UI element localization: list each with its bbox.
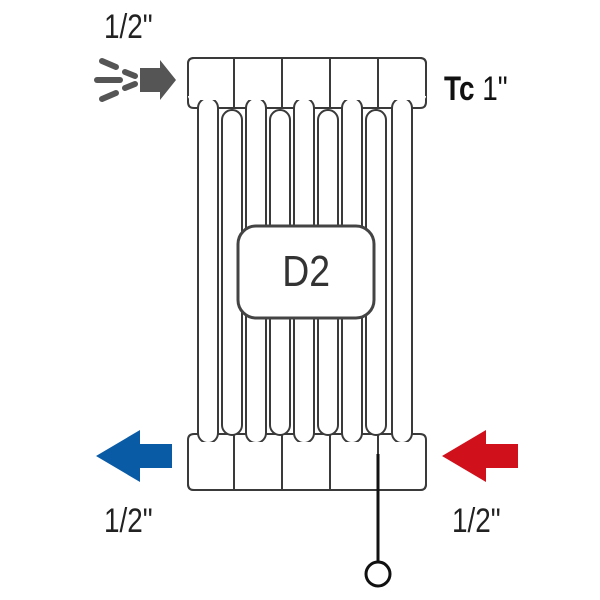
blue-outlet-arrow-icon xyxy=(96,430,172,482)
tc-prefix: Tc xyxy=(444,70,475,108)
tc-size: 1" xyxy=(482,70,508,108)
drain-plug-icon xyxy=(364,454,392,588)
model-label-box xyxy=(236,224,376,320)
radiator-column xyxy=(197,97,219,444)
radiator xyxy=(187,57,427,491)
red-inlet-arrow-icon xyxy=(442,430,518,482)
air-vent-spray-icon xyxy=(94,58,176,102)
vent-size-label: 1/2" xyxy=(104,8,153,46)
outlet-size-label: 1/2" xyxy=(104,502,153,540)
radiator-column xyxy=(391,97,413,444)
inlet-size-label: 1/2" xyxy=(452,502,501,540)
tc-connection-label: Tc 1" xyxy=(444,72,508,106)
model-label-text: D2 xyxy=(282,247,330,296)
model-label: D2 xyxy=(238,226,374,318)
